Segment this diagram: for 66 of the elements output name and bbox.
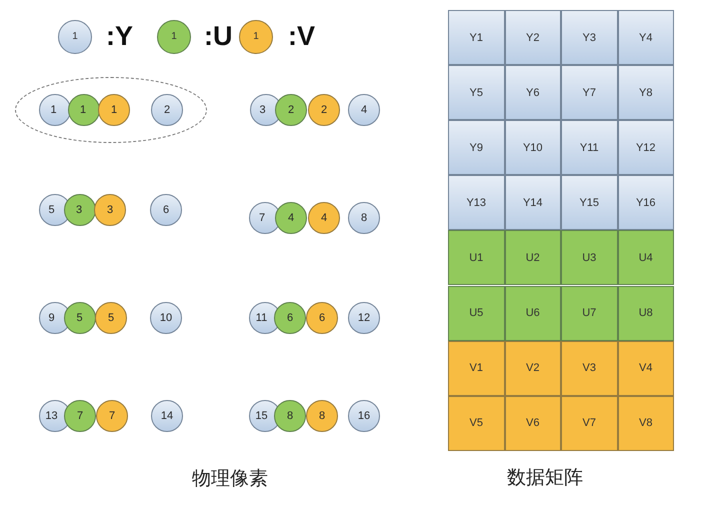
y-matrix-cell: Y4 xyxy=(618,10,674,66)
v-pixel-circle: 8 xyxy=(306,400,338,432)
v-matrix-cell: V1 xyxy=(448,340,504,396)
y-matrix-cell: Y3 xyxy=(561,10,618,66)
grouping-ellipse xyxy=(15,77,207,143)
y-matrix-cell: Y13 xyxy=(448,175,504,230)
legend-label: :U xyxy=(204,23,232,50)
y-matrix-cell: Y6 xyxy=(504,65,561,120)
v-matrix-cell: V4 xyxy=(618,340,674,396)
swatch-number: 1 xyxy=(171,32,177,42)
u-pixel-circle: 8 xyxy=(274,400,306,432)
u-matrix-cell: U5 xyxy=(448,286,504,341)
v-pixel-circle: 7 xyxy=(96,400,128,432)
v-pixel-circle: 4 xyxy=(308,202,340,234)
u-pixel-circle: 2 xyxy=(275,94,307,126)
y-matrix-cell: Y1 xyxy=(448,10,504,66)
u-pixel-circle: 1 xyxy=(68,94,100,126)
y-matrix-cell: Y8 xyxy=(618,65,674,120)
u-pixel-circle: 6 xyxy=(274,302,306,334)
u-pixel-circle: 3 xyxy=(64,194,96,226)
y-matrix-cell: Y7 xyxy=(561,65,618,120)
y-pixel-circle: 10 xyxy=(150,302,182,334)
v-pixel-circle: 6 xyxy=(306,302,338,334)
panel-caption: 数据矩阵 xyxy=(507,468,583,488)
swatch-number: 1 xyxy=(253,32,259,42)
y-pixel-circle: 2 xyxy=(151,94,183,126)
u-pixel-circle: 5 xyxy=(64,302,96,334)
y-pixel-circle: 8 xyxy=(348,202,380,234)
v-pixel-circle: 3 xyxy=(94,194,126,226)
y-pixel-circle: 6 xyxy=(150,194,182,226)
y-matrix-cell: Y12 xyxy=(618,120,674,176)
v-matrix-cell: V6 xyxy=(504,396,561,451)
v-pixel-circle: 2 xyxy=(308,94,340,126)
y-pixel-circle: 12 xyxy=(348,302,380,334)
y-pixel-circle: 4 xyxy=(348,94,380,126)
u-matrix-cell: U1 xyxy=(448,230,504,286)
legend-label: :Y xyxy=(106,23,133,50)
v-matrix-cell: V3 xyxy=(561,340,618,396)
y-matrix-cell: Y11 xyxy=(561,120,618,176)
y-matrix-cell: Y2 xyxy=(504,10,561,66)
u-matrix-cell: U7 xyxy=(561,286,618,341)
u-matrix-cell: U8 xyxy=(618,286,674,341)
u-matrix-cell: U3 xyxy=(561,230,618,286)
u-pixel-circle: 4 xyxy=(275,202,307,234)
v-pixel-circle: 5 xyxy=(95,302,127,334)
v-matrix-cell: V8 xyxy=(618,396,674,451)
y-matrix-cell: Y10 xyxy=(504,120,561,176)
y-pixel-circle: 14 xyxy=(151,400,183,432)
y-pixel-circle: 16 xyxy=(348,400,380,432)
v-matrix-cell: V7 xyxy=(561,396,618,451)
u-matrix-cell: U2 xyxy=(504,230,561,286)
u-matrix-cell: U6 xyxy=(504,286,561,341)
y-pixel-circle: 1 xyxy=(39,94,71,126)
u-matrix-cell: U4 xyxy=(618,230,674,286)
u-pixel-circle: 7 xyxy=(64,400,96,432)
y-matrix-cell: Y14 xyxy=(504,175,561,230)
panel-caption: 物理像素 xyxy=(192,470,268,488)
legend-label: :V xyxy=(288,23,315,50)
v-matrix-cell: V2 xyxy=(504,340,561,396)
y-matrix-cell: Y16 xyxy=(618,175,674,230)
y-matrix-cell: Y15 xyxy=(561,175,618,230)
v-matrix-cell: V5 xyxy=(448,396,504,451)
y-matrix-cell: Y5 xyxy=(448,65,504,120)
y-matrix-cell: Y9 xyxy=(448,120,504,176)
v-pixel-circle: 1 xyxy=(98,94,130,126)
swatch-number: 1 xyxy=(72,32,78,42)
